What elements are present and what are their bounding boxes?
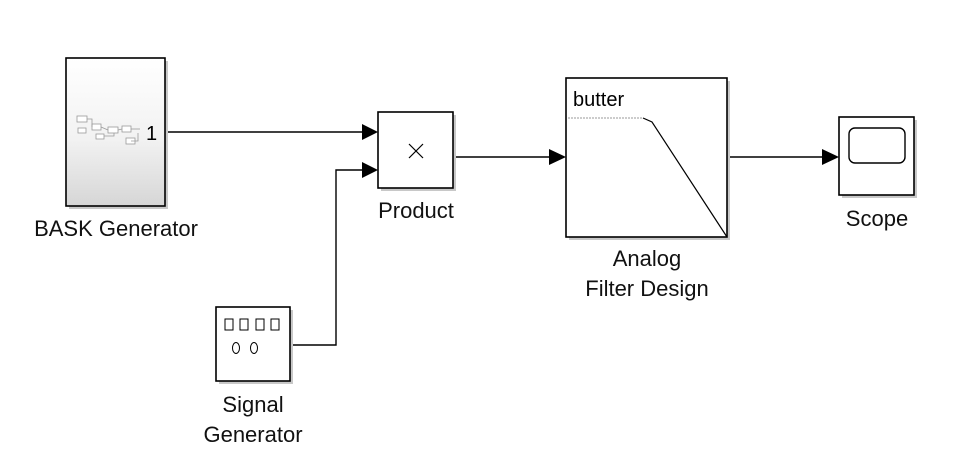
bask-generator-block[interactable]: 1 <box>65 57 168 209</box>
product-block[interactable] <box>377 111 456 191</box>
filter-method-label: butter <box>573 89 624 111</box>
filter-label-line2: Filter Design <box>585 276 709 301</box>
filter-block-body <box>565 77 728 238</box>
scope-screen-icon <box>848 127 906 164</box>
subsystem-icon <box>76 115 140 145</box>
filter-label-line1: Analog <box>612 246 682 271</box>
bask-generator-label: BASK Generator <box>34 216 198 241</box>
arrow-bask-to-product <box>362 124 378 140</box>
scope-block[interactable] <box>838 116 917 198</box>
scope-label: Scope <box>845 206 909 231</box>
arrow-signal-to-product <box>362 162 378 178</box>
analog-filter-design-block[interactable]: butter <box>565 77 730 240</box>
wire-signal-to-product[interactable] <box>291 169 362 346</box>
multiply-icon <box>408 143 424 159</box>
product-label: Product <box>378 198 454 223</box>
arrow-filter-to-scope <box>822 149 839 165</box>
signal-generator-block[interactable] <box>215 306 293 384</box>
signal-generator-label-line2: Generator <box>203 422 303 447</box>
signal-generator-icon <box>224 318 280 354</box>
bask-output-port-label: 1 <box>146 123 157 145</box>
arrow-product-to-filter <box>549 149 566 165</box>
signal-lines <box>166 124 839 346</box>
lowpass-response-icon <box>568 117 728 238</box>
signal-generator-label-line1: Signal <box>222 392 284 417</box>
